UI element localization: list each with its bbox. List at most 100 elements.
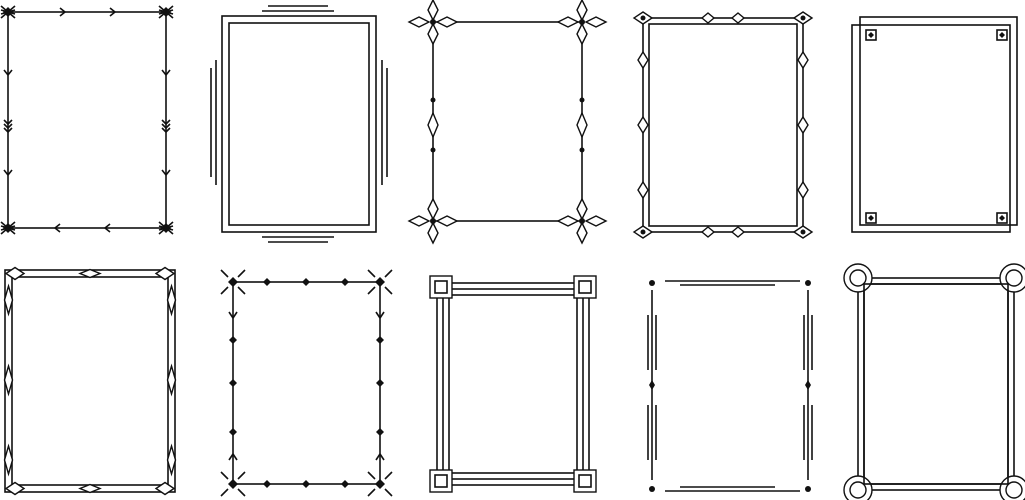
- diamond-ornament: [637, 50, 649, 70]
- frame-rect: [442, 288, 584, 480]
- frame-lens-link: [3, 266, 177, 496]
- diamond-ornament: [154, 266, 176, 281]
- dot-ornament: [579, 147, 585, 153]
- frame-rect: [434, 474, 448, 488]
- diamond-ornament: [3, 283, 14, 317]
- frame-rect: [863, 283, 1009, 485]
- diamond-ornament: [407, 215, 431, 227]
- square-ornament: [999, 32, 1005, 38]
- frame-line: [237, 269, 246, 278]
- frame-line: [54, 227, 61, 233]
- square-ornament: [868, 215, 874, 221]
- arc-ornament: [1005, 481, 1023, 499]
- frame-line: [165, 127, 171, 133]
- frame-line: [59, 11, 66, 17]
- diamond-ornament: [805, 380, 811, 390]
- dot-ornament: [649, 280, 655, 286]
- frame-rect: [857, 277, 1015, 491]
- frame-rect: [996, 212, 1008, 224]
- diamond-ornament: [166, 443, 177, 477]
- diamond-ornament: [427, 197, 439, 221]
- frame-line: [367, 286, 376, 295]
- frame-dotted-diamond: [220, 269, 393, 497]
- frame-line: [161, 69, 167, 76]
- diamond-ornament: [427, 111, 439, 139]
- diamond-ornament: [427, 221, 439, 245]
- frame-line: [109, 11, 116, 17]
- frame-dashed-double-line: [647, 280, 813, 492]
- diamond-ornament: [637, 180, 649, 200]
- frame-line: [7, 123, 13, 129]
- frame-line: [59, 7, 66, 13]
- frame-line: [384, 269, 393, 278]
- diamond-ornament: [228, 277, 238, 287]
- arc-ornament: [849, 481, 867, 499]
- diamond-ornament: [700, 226, 716, 238]
- frame-rect: [232, 281, 381, 485]
- dot-ornament: [430, 19, 436, 25]
- diamond-ornament: [797, 50, 809, 70]
- diamond-ornament: [730, 226, 746, 238]
- diamond-ornament: [4, 266, 26, 281]
- star-ornament: [161, 7, 171, 17]
- dot-ornament: [430, 147, 436, 153]
- frame-arrow-tribal: [0, 5, 174, 235]
- frame-line: [237, 488, 246, 497]
- frame-rect: [228, 22, 370, 226]
- frame-double-line-diamond: [632, 11, 814, 239]
- frame-line: [220, 286, 229, 295]
- diamond-ornament: [427, 22, 439, 46]
- frame-line: [3, 127, 9, 133]
- diamond-ornament: [229, 428, 237, 436]
- diamond-ornament: [427, 0, 439, 22]
- frame-line: [232, 453, 238, 461]
- frame-rect: [578, 474, 592, 488]
- diamond-ornament: [407, 16, 431, 28]
- diamond-ornament: [375, 277, 385, 287]
- frame-line: [161, 123, 167, 129]
- frame-rect: [429, 469, 453, 493]
- diamond-ornament: [376, 428, 384, 436]
- dot-ornament: [640, 229, 646, 235]
- square-ornament: [868, 32, 874, 38]
- diamond-ornament: [263, 480, 271, 488]
- arc-ornament: [849, 269, 867, 287]
- frame-triple-line-square-corner: [429, 275, 597, 493]
- frame-line: [220, 269, 229, 278]
- frame-rect: [863, 283, 1009, 485]
- frame-rect: [851, 24, 1011, 233]
- diamond-ornament: [302, 278, 310, 286]
- frame-rect: [573, 469, 597, 493]
- frame-line: [232, 311, 238, 319]
- diamond-ornament: [376, 336, 384, 344]
- frame-line: [7, 127, 13, 133]
- frame-line: [165, 119, 171, 125]
- dot-ornament: [649, 486, 655, 492]
- dot-ornament: [640, 15, 646, 21]
- dot-ornament: [800, 229, 806, 235]
- frame-line: [220, 488, 229, 497]
- frame-rect: [448, 294, 578, 474]
- diamond-ornament: [78, 268, 102, 279]
- frame-rect: [578, 280, 592, 294]
- dot-ornament: [805, 486, 811, 492]
- dot-ornament: [805, 280, 811, 286]
- frame-double-line-corner: [210, 5, 388, 243]
- diamond-ornament: [435, 16, 459, 28]
- dot-ornament: [430, 97, 436, 103]
- diamond-ornament: [375, 479, 385, 489]
- dot-ornament: [579, 218, 585, 224]
- square-ornament: [999, 215, 1005, 221]
- diamond-ornament: [302, 480, 310, 488]
- frame-line: [109, 7, 116, 13]
- frame-line: [104, 227, 111, 233]
- frame-line: [237, 286, 246, 295]
- frame-rect: [221, 15, 377, 233]
- frame-line: [7, 169, 13, 176]
- frame-line: [228, 453, 234, 461]
- frame-rect: [7, 11, 167, 229]
- diamond-ornament: [3, 443, 14, 477]
- diamond-ornament: [3, 363, 14, 397]
- frame-line: [104, 223, 111, 229]
- star-ornament: [161, 223, 171, 233]
